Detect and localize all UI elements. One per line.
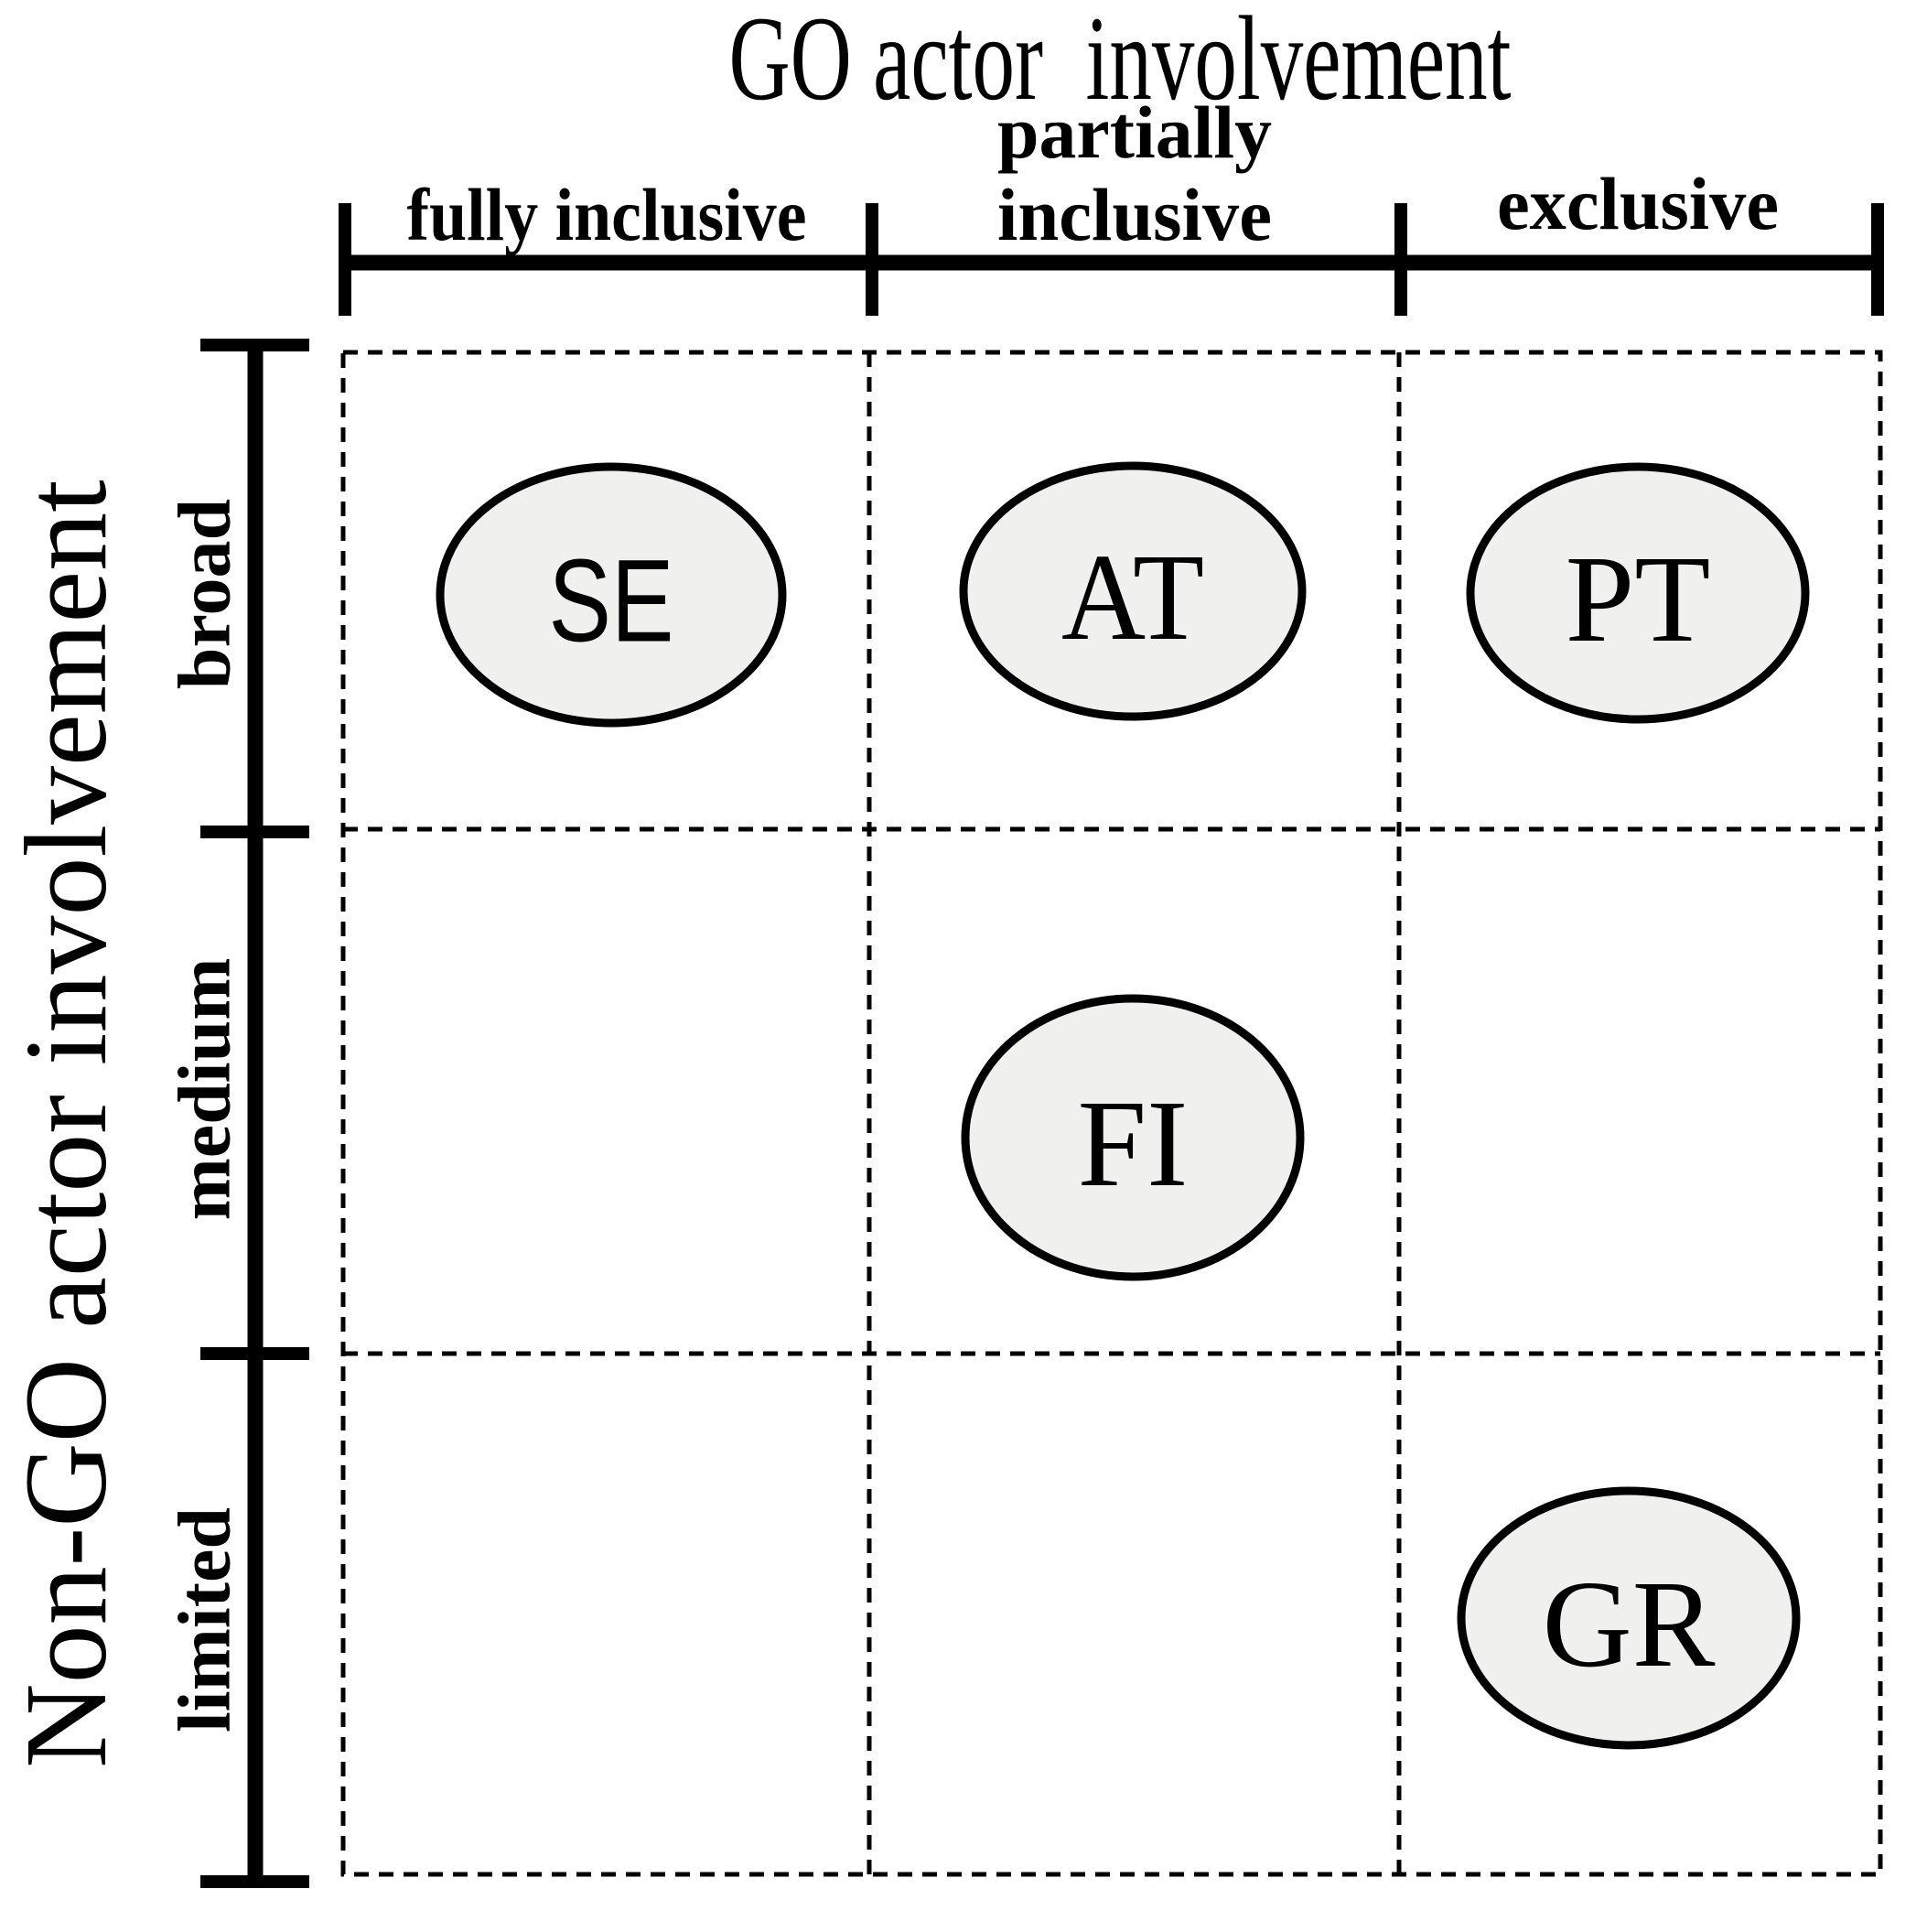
- node-gr-label: GR: [1543, 1556, 1716, 1693]
- y-tick-label-limited: limited: [163, 1507, 246, 1732]
- x-tick-label-inclusive: inclusive: [997, 173, 1272, 256]
- node-se-label: SE: [549, 536, 674, 667]
- matrix-grid: [340, 350, 1883, 1877]
- node-at-label: AT: [1061, 529, 1204, 666]
- node-pt: PT: [1466, 462, 1810, 724]
- x-tick-label-partially: partially: [997, 91, 1272, 174]
- x-axis-title: GO actor involvement: [729, 0, 1512, 125]
- y-tick-label-medium: medium: [163, 958, 246, 1221]
- node-se: SE: [436, 462, 787, 728]
- node-at: AT: [959, 461, 1307, 721]
- x-tick-label-exclusive: exclusive: [1497, 162, 1779, 245]
- node-se-ellipse: [436, 462, 787, 728]
- node-at-ellipse: [959, 461, 1307, 721]
- node-gr-ellipse: [1457, 1486, 1801, 1750]
- grid-border: [340, 350, 1883, 1877]
- node-pt-label: PT: [1566, 531, 1711, 668]
- y-axis-title: Non-GO actor involvement: [1, 480, 131, 1768]
- node-fi-label: FI: [1078, 1075, 1189, 1213]
- x-axis: GO actor involvement fully inclusive par…: [339, 0, 1884, 316]
- x-tick-label-fully-inclusive: fully inclusive: [407, 173, 807, 256]
- y-axis: Non-GO actor involvement broad medium li…: [1, 339, 309, 1888]
- node-gr: GR: [1457, 1486, 1801, 1750]
- y-tick-label-broad: broad: [163, 499, 246, 689]
- node-fi-ellipse: [961, 994, 1305, 1281]
- node-pt-ellipse: [1466, 462, 1810, 724]
- node-fi: FI: [961, 994, 1305, 1281]
